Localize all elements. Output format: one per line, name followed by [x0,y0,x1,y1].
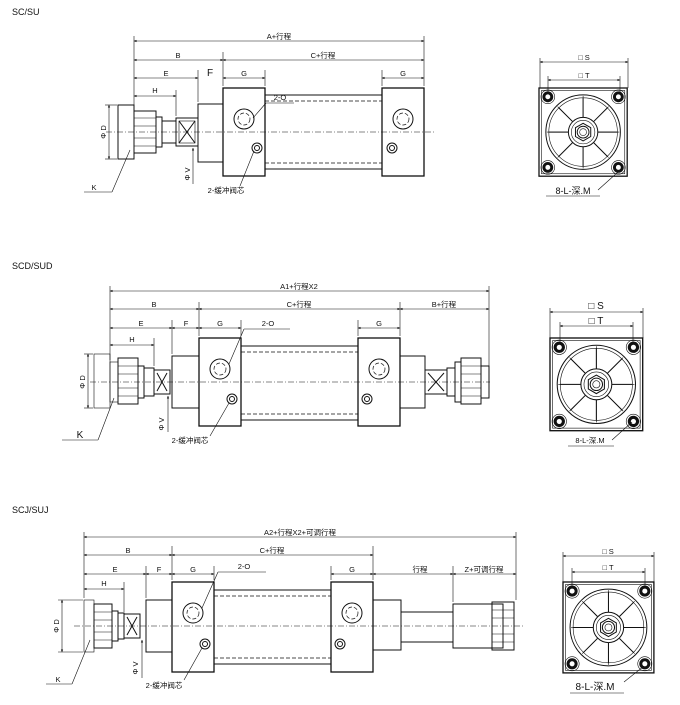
section-title: SCD/SUD [12,261,53,271]
section-sc-su: SC/SU A+行程 [12,7,629,197]
end-view-scj [562,581,655,674]
section-scd-sud: SCD/SUD A1+行程X2 [12,261,644,447]
dim-f: F [207,68,213,79]
dim-c: C+行程 [287,299,312,309]
dim-z: Z+可调行程 [465,564,504,574]
k-label: K [91,183,96,192]
end-view-bolt: 8-L-深.M [555,186,590,196]
dim-b-stroke: B+行程 [432,299,457,309]
dim-a: A+行程 [267,31,292,41]
dim-g-rear: G [349,565,355,574]
end-view-s: □ S [578,53,590,62]
port-label: 2-O [262,319,275,328]
port-label: 2-O [274,93,287,102]
end-view-scd [549,337,644,432]
end-view-bolt: 8-L-深.M [575,436,604,445]
cushion-label: 2-缓冲阀芯 [172,435,209,445]
dim-e: E [138,319,143,328]
k-label: K [55,675,60,684]
dim-c: C+行程 [260,545,285,555]
dim-phi-v: Φ V [157,417,166,430]
dim-a: A2+行程X2+可调行程 [264,527,337,537]
end-view-t: □ T [602,563,613,572]
dim-f: F [184,319,189,328]
dim-g-front: G [190,565,196,574]
dim-phi-d: Φ D [52,619,61,633]
dim-g-rear: G [376,319,382,328]
dim-phi-d: Φ D [78,375,87,389]
end-view-s: □ S [588,301,604,312]
dim-h: H [152,86,157,95]
k-label: K [77,430,84,441]
end-view-s: □ S [602,547,614,556]
section-title: SC/SU [12,7,40,17]
dim-stroke: 行程 [413,564,428,574]
dim-a: A1+行程X2 [280,281,318,291]
end-view-t: □ T [589,316,604,327]
dim-h: H [129,335,134,344]
end-view-t: □ T [578,71,589,80]
section-title: SCJ/SUJ [12,505,49,515]
dim-e: E [112,565,117,574]
end-view-bolt: 8-L-深.M [576,681,615,693]
dim-phi-v: Φ V [183,167,192,180]
dim-b: B [125,546,130,555]
end-view-sc [538,87,628,177]
dim-c: C+行程 [311,50,336,60]
cushion-label: 2-缓冲阀芯 [208,185,245,195]
dim-b: B [151,300,156,309]
dim-g-front: G [217,319,223,328]
dim-f: F [157,565,162,574]
dim-phi-v: Φ V [131,661,140,674]
dim-b: B [175,51,180,60]
dim-h: H [101,579,106,588]
section-scj-suj: SCJ/SUJ A2+行程X2+可调行程 B [12,505,655,694]
dim-g-rear: G [400,69,406,78]
cushion-label: 2-缓冲阀芯 [146,680,183,690]
dim-e: E [163,69,168,78]
dim-g-front: G [241,69,247,78]
port-label: 2-O [238,562,251,571]
dim-phi-d: Φ D [99,125,108,139]
